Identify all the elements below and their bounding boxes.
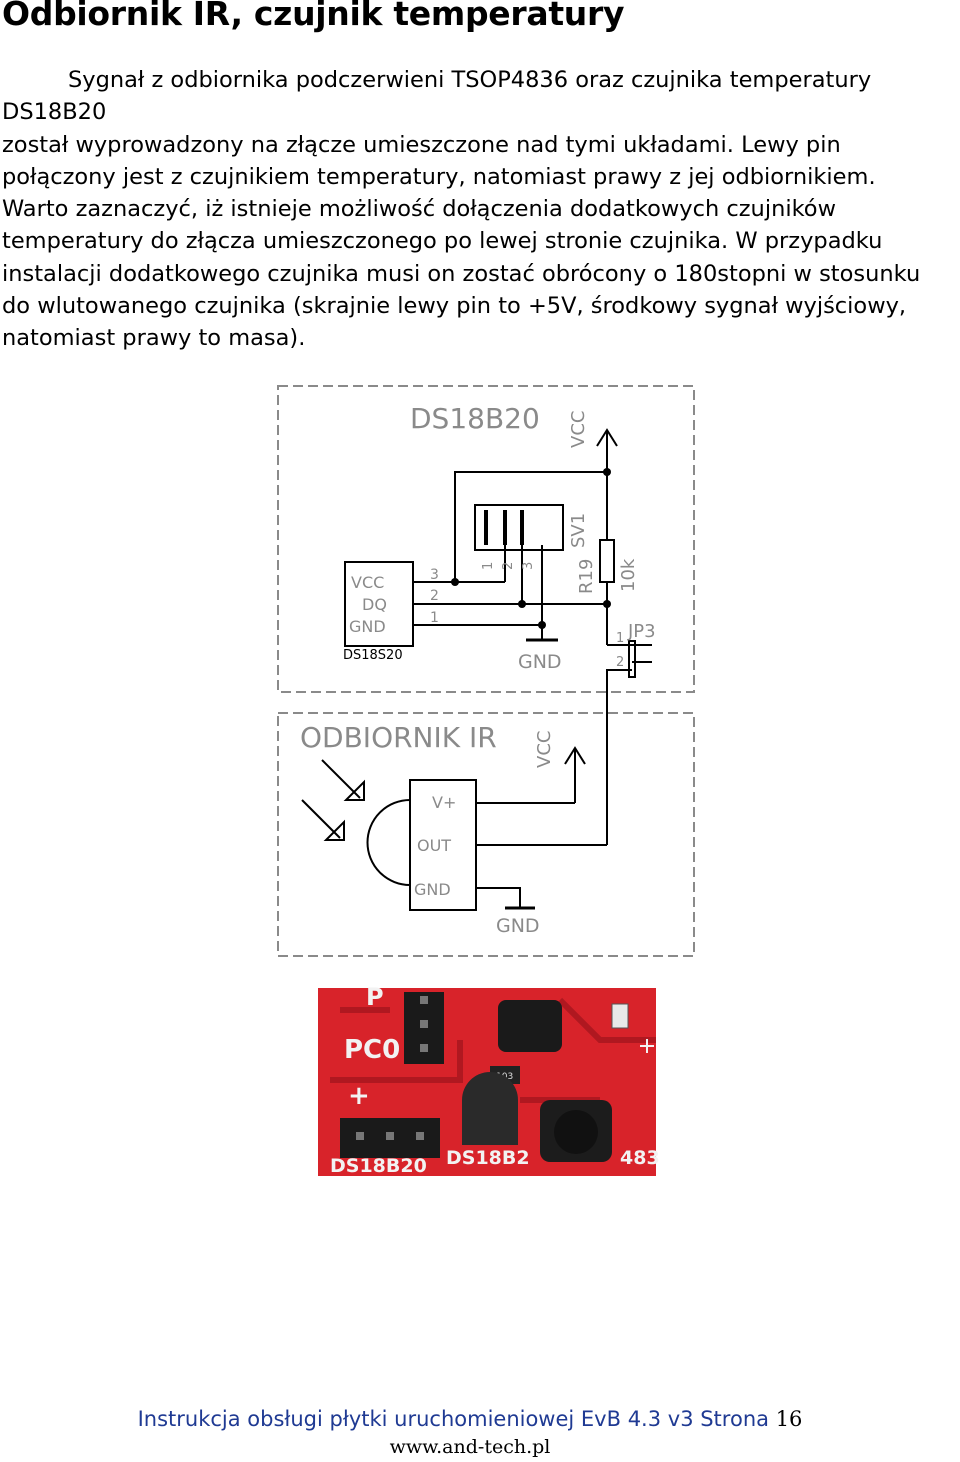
paragraph-line: Warto zaznaczyć, iż istnieje możliwość d… <box>2 196 836 223</box>
header-pin-number: 2 <box>501 562 516 570</box>
jumper-pin: 1 <box>616 631 624 646</box>
paragraph-line: temperatury do złącza umieszczonego po l… <box>2 228 883 255</box>
paragraph-line: połączony jest z czujnikiem temperatury,… <box>2 163 876 190</box>
ir-vcc-label: VCC <box>534 731 555 768</box>
silk-label: DS18B2 <box>446 1147 530 1169</box>
ds-block-frame <box>277 385 695 693</box>
silk-label: 483 <box>620 1147 660 1169</box>
ds-vcc-label: VCC <box>568 411 589 448</box>
ir-pin-label: GND <box>414 880 451 899</box>
ds-gnd-label: GND <box>518 651 562 673</box>
ir-title: ODBIORNIK IR <box>300 721 497 754</box>
paragraph-line: DS18B20 <box>2 99 107 126</box>
body-paragraph: Sygnał z odbiornika podczerwieni TSOP483… <box>2 64 960 355</box>
footer-title: Instrukcja obsługi płytki uruchomieniowe… <box>0 1407 940 1431</box>
footer-title-text: Instrukcja obsługi płytki uruchomieniowe… <box>137 1407 769 1431</box>
footer-page-number: 16 <box>775 1407 803 1431</box>
chip-pin-number: 1 <box>430 610 439 626</box>
ds-title: DS18B20 <box>410 402 540 435</box>
pcb-photo: 103 P PC0 + DS18B20 DS18B2 483 <box>318 983 660 1177</box>
paragraph-line: Sygnał z odbiornika podczerwieni TSOP483… <box>68 67 872 93</box>
resistor-name: R19 <box>576 559 597 594</box>
header-pin-number: 3 <box>521 562 536 570</box>
header-pin-number: 1 <box>481 562 496 570</box>
ir-gnd-label: GND <box>496 915 540 937</box>
silk-label: DS18B20 <box>330 1155 427 1177</box>
paragraph-line: instalacji dodatkowego czujnika musi on … <box>2 260 921 287</box>
jumper-pin: 2 <box>616 655 624 670</box>
paragraph-line: do wlutowanego czujnika (skrajnie lewy p… <box>2 293 907 320</box>
header-name: SV1 <box>568 513 589 548</box>
ir-receiver-chip <box>409 779 477 911</box>
silk-label: + <box>348 1081 370 1111</box>
header-sv1 <box>474 504 564 551</box>
silk-label: P <box>366 983 384 1011</box>
paragraph-line: został wyprowadzony na złącze umieszczon… <box>2 131 841 158</box>
chip-pin-label: DQ <box>362 595 387 614</box>
paragraph-line: natomiast prawy to masa). <box>2 325 306 352</box>
footer-url: www.and-tech.pl <box>389 1436 551 1458</box>
ds18s20-chip <box>344 561 414 647</box>
ir-pin-label: OUT <box>417 836 451 855</box>
chip-pin-number: 2 <box>430 588 439 604</box>
chip-pin-label: VCC <box>351 573 384 592</box>
page-heading: Odbiornik IR, czujnik temperatury <box>2 0 625 33</box>
chip-part-label: DS18S20 <box>343 648 403 663</box>
circuit-schematic: DS18B20 VCC VCC DQ GND DS18S20 3 2 1 1 2… <box>277 385 695 957</box>
ir-pin-label: V+ <box>432 793 456 812</box>
resistor-value: 10k <box>618 558 639 592</box>
jumper-name: JP3 <box>627 621 656 642</box>
silk-label: PC0 <box>344 1035 400 1065</box>
chip-pin-number: 3 <box>430 567 439 583</box>
chip-pin-label: GND <box>349 617 386 636</box>
